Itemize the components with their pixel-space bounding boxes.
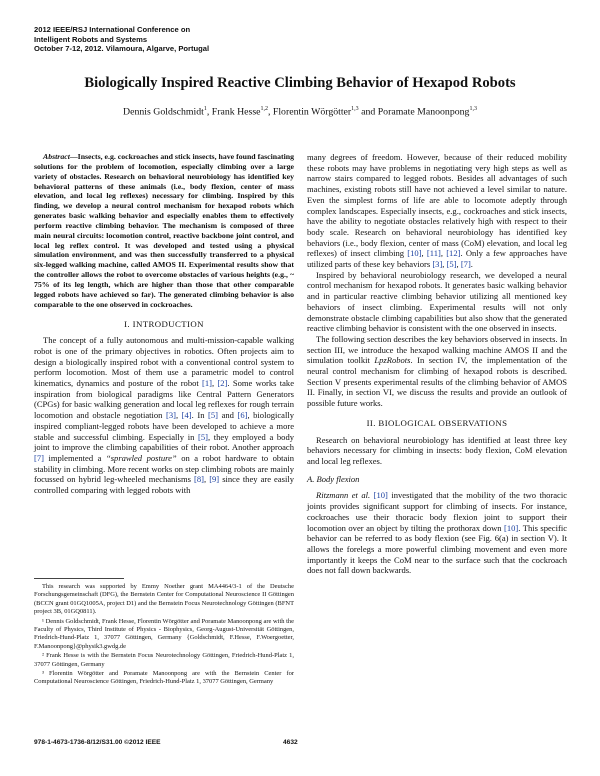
author-name: Dennis Goldschmidt — [123, 106, 204, 118]
citation-link[interactable]: [7] — [460, 259, 471, 270]
author-conjunction: and — [361, 106, 376, 118]
footnote: This research was supported by Emmy Noet… — [34, 583, 294, 616]
subsection-heading-body-flexion: A. Body flexion — [307, 473, 360, 484]
body-text: on a robot hardware to obtain stability … — [34, 452, 295, 485]
abstract-text: —Insects, e.g. cockroaches and stick ins… — [34, 152, 294, 309]
citation-link[interactable]: [2] — [217, 378, 228, 389]
body-text: and — [218, 410, 238, 421]
citation-link[interactable]: [5] — [198, 431, 208, 442]
citation-link[interactable]: [3] — [166, 410, 176, 421]
body-paragraph: The following section describes the key … — [307, 334, 567, 409]
body-text: since they are easily controlled compari… — [34, 474, 294, 496]
citation-link[interactable]: [10] — [504, 522, 519, 533]
conference-line-3: October 7-12, 2012. Vilamoura, Algarve, … — [34, 44, 210, 54]
body-paragraph: Ritzmann et al. [10] investigated that t… — [307, 490, 567, 576]
body-text: . This specific behavior can be referred… — [307, 522, 567, 576]
citation-link[interactable]: [4] — [181, 410, 192, 421]
body-text: , — [204, 474, 210, 485]
footnote: ³ Florentin Wörgötter and Poramate Manoo… — [34, 670, 294, 686]
emphasis-text: LpzRobots — [374, 355, 411, 366]
author-affiliation: 1,3 — [469, 106, 477, 112]
right-column: many degrees of freedom. However, becaus… — [307, 152, 567, 576]
introduction-paragraph: The concept of a fully autonomous and mu… — [34, 335, 294, 496]
author-name: Poramate Manoonpong — [377, 106, 470, 118]
body-text: . — [470, 259, 473, 270]
emphasis-text: “sprawled posture” — [105, 452, 177, 463]
author-affiliation: 1,3 — [351, 106, 359, 112]
conference-header: 2012 IEEE/RSJ International Conference o… — [34, 25, 209, 54]
body-text: . Some works take inspiration from biolo… — [34, 378, 294, 421]
body-paragraph: many degrees of freedom. However, becaus… — [307, 152, 567, 270]
body-paragraph: Research on behavioral neurobiology has … — [307, 434, 567, 466]
citation-link[interactable]: [8] — [194, 474, 204, 485]
author-affiliation: 1,2 — [260, 106, 268, 112]
body-text: , — [212, 378, 218, 389]
body-text: , biologically inspired compliant-legged… — [34, 410, 294, 442]
isbn-footer: 978-1-4673-1736-8/12/S31.00 ©2012 IEEE — [34, 739, 161, 746]
citation-link[interactable]: [12] — [446, 248, 461, 259]
author-name: Frank Hesse — [211, 106, 261, 118]
body-text: . Only a few approaches have utilized pa… — [307, 248, 568, 270]
footnote-divider — [34, 578, 124, 579]
left-column: Abstract—Insects, e.g. cockroaches and s… — [34, 152, 294, 496]
body-paragraph: Inspired by behavioral neurobiology rese… — [307, 269, 567, 334]
paper-title: Biologically Inspired Reactive Climbing … — [84, 75, 516, 91]
body-text: . In section IV, the implementation of t… — [307, 355, 568, 409]
citation-link[interactable]: [3] — [432, 259, 443, 270]
body-text: The concept of a fully autonomous and mu… — [34, 335, 294, 389]
citation-link[interactable]: [7] — [34, 452, 44, 463]
citation-link[interactable]: [10] — [407, 248, 422, 259]
footnote: ² Frank Hesse is with the Bernstein Focu… — [34, 652, 294, 668]
conference-line-1: 2012 IEEE/RSJ International Conference o… — [34, 25, 191, 34]
abstract: Abstract—Insects, e.g. cockroaches and s… — [34, 152, 294, 310]
author-name: Florentin Wörgötter — [272, 106, 352, 118]
body-text: , — [442, 259, 447, 270]
citation-link[interactable]: [10] — [373, 490, 388, 501]
author-affiliation: 1 — [203, 106, 207, 112]
citation-link[interactable]: [11] — [426, 248, 441, 259]
body-text: investigated that the mobility of the tw… — [307, 490, 568, 533]
body-text: , — [175, 410, 182, 421]
body-text: . In — [191, 410, 209, 421]
section-heading-biological-observations: II. BIOLOGICAL OBSERVATIONS — [366, 417, 508, 428]
abstract-lead: Abstract — [43, 152, 70, 161]
body-text: , — [421, 248, 427, 259]
footnote: ¹ Dennis Goldschmidt, Frank Hesse, Flore… — [34, 617, 294, 650]
body-text: , — [440, 248, 447, 259]
body-text: The following section describes the key … — [307, 333, 567, 366]
citation-link[interactable]: [6] — [237, 410, 248, 421]
citation-link[interactable]: [9] — [209, 474, 220, 485]
conference-line-2: Intelligent Robots and Systems — [34, 34, 148, 44]
citation-link[interactable]: [1] — [202, 378, 212, 389]
author-list: Dennis Goldschmidt1, Frank Hesse1,2, Flo… — [123, 106, 477, 118]
emphasis-text: Ritzmann et al. — [316, 490, 371, 501]
citation-link[interactable]: [5] — [446, 259, 457, 270]
citation-link[interactable]: [5] — [208, 410, 218, 421]
body-text: , they employed a body joint to improve … — [34, 431, 294, 453]
section-heading-introduction: I. INTRODUCTION — [124, 318, 204, 329]
footnotes: This research was supported by Emmy Noet… — [34, 583, 294, 688]
body-text: many degrees of freedom. However, becaus… — [307, 152, 567, 259]
body-text: implemented a — [43, 452, 106, 463]
body-text: , — [456, 259, 461, 270]
page-number: 4632 — [283, 739, 298, 746]
